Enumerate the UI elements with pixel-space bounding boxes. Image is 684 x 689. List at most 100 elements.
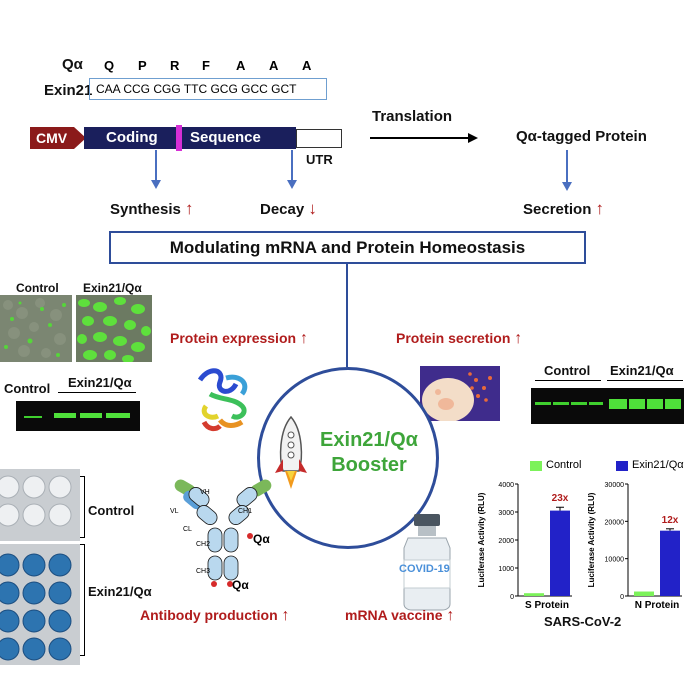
gel-right-exin-bracket <box>607 380 683 381</box>
coding-label: Coding <box>106 129 158 146</box>
exin21-insert <box>176 125 182 151</box>
blot-band <box>609 399 627 409</box>
legend-swatch-control <box>530 461 542 471</box>
mrna-vaccine-text: mRNA vaccine <box>345 607 443 623</box>
antibody-vl-label: VL <box>170 508 179 515</box>
gel-left-exin-bracket <box>58 392 136 393</box>
utr-label: UTR <box>306 152 333 167</box>
codon-sequence: CAA CCG CGG TTC GCG GCC GCT <box>96 82 297 96</box>
blot-band <box>647 399 663 409</box>
blot-band <box>535 402 551 405</box>
blot-band <box>553 402 569 405</box>
protein-expression-label: Protein expression ↑ <box>170 330 308 348</box>
amino-acid: F <box>202 58 210 73</box>
protein-secretion-text: Protein secretion <box>396 330 511 346</box>
bar-exin21 <box>660 530 680 596</box>
y-tick-label: 0 <box>620 594 624 601</box>
y-tick-label: 4000 <box>498 482 514 489</box>
decay-arrow <box>287 150 297 189</box>
protein-secretion-label: Protein secretion ↑ <box>396 330 522 348</box>
decay-label: Decay ↓ <box>260 199 317 219</box>
micro-control-image <box>0 295 72 362</box>
cmv-promoter: CMV <box>30 126 86 150</box>
bar-control <box>524 593 544 596</box>
secretion-label: Secretion ↑ <box>523 199 604 219</box>
y-tick-label: 2000 <box>498 538 514 545</box>
gel-left-exin-label: Exin21/Qα <box>68 375 132 390</box>
decay-text: Decay <box>260 201 305 218</box>
western-blot-right <box>531 388 684 424</box>
synthesis-label: Synthesis ↑ <box>110 199 194 219</box>
blot-band <box>629 399 645 409</box>
vaccine-vial-icon <box>403 514 451 611</box>
gel-right-control-bracket <box>535 380 601 381</box>
blot-band <box>24 416 42 418</box>
blot-band <box>589 402 603 405</box>
fold-change-label: 12x <box>662 515 679 526</box>
plate-control-label: Control <box>88 503 135 518</box>
fold-change-label: 23x <box>552 493 569 504</box>
up-arrow-icon: ↑ <box>281 607 290 624</box>
micro-exin-label: Exin21/Qα <box>83 281 142 295</box>
blot-band <box>665 399 681 409</box>
up-arrow-icon: ↑ <box>514 330 523 347</box>
y-axis-label: Luciferase Activity (RLU) <box>587 492 596 587</box>
western-blot-left <box>16 401 140 431</box>
codon-box: CAA CCG CGG TTC GCG GCC GCT <box>89 78 327 100</box>
chart-legend: Control Exin21/Qα <box>528 458 684 474</box>
protein-expression-text: Protein expression <box>170 330 297 346</box>
amino-acid: P <box>138 58 147 73</box>
bar-exin21 <box>550 510 570 596</box>
secretion-text: Secretion <box>523 201 592 218</box>
mrna-vaccine-label: mRNA vaccine ↑ <box>345 607 454 625</box>
blot-band <box>106 413 130 418</box>
antibody-cl-label: CL <box>183 526 192 533</box>
amino-acid: A <box>302 58 312 73</box>
protein-structure-icon <box>197 368 248 432</box>
legend-exin-label: Exin21/Qα <box>632 459 684 471</box>
booster-line-1: Exin21/Qα <box>320 429 418 451</box>
secretion-arrow <box>562 150 572 191</box>
secretion-cell-image <box>420 366 500 421</box>
coding-sequence-bar: Coding Sequence <box>84 127 296 149</box>
y-tick-label: 30000 <box>605 482 625 489</box>
blot-band <box>571 402 587 405</box>
up-arrow-icon: ↑ <box>446 607 455 624</box>
bar-control <box>634 591 654 596</box>
y-tick-label: 0 <box>510 594 514 601</box>
micro-control-label: Control <box>16 281 59 295</box>
synthesis-text: Synthesis <box>110 201 181 218</box>
plate-image <box>0 469 80 665</box>
legend-control-label: Control <box>546 459 582 471</box>
plate-control-bracket <box>80 476 85 538</box>
y-tick-label: 20000 <box>605 519 625 526</box>
amino-acid: Q <box>104 58 115 73</box>
gel-left-control-label: Control <box>4 381 51 396</box>
connector-line <box>346 263 348 367</box>
translation-label: Translation <box>372 108 453 125</box>
modulating-title: Modulating mRNA and Protein Homeostasis <box>169 238 526 257</box>
plate-exin-label: Exin21/Qα <box>88 584 152 599</box>
micro-exin-image <box>76 295 152 362</box>
antibody-vh-label: VH <box>200 489 210 496</box>
plate-exin-bracket <box>80 544 85 656</box>
sequence-label: Sequence <box>190 129 261 146</box>
booster-line-2: Booster <box>331 454 407 476</box>
antibody-icon <box>174 479 272 587</box>
gel-right-exin-label: Exin21/Qα <box>610 363 674 378</box>
chart-footer: SARS-CoV-2 <box>544 614 622 629</box>
y-axis-label: Luciferase Activity (RLU) <box>477 492 486 587</box>
antibody-ch3-label: CH3 <box>196 568 211 575</box>
amino-acid: A <box>269 58 279 73</box>
utr-box <box>296 129 342 148</box>
blot-band <box>54 413 76 418</box>
translation-arrow <box>370 133 478 143</box>
up-arrow-icon: ↑ <box>299 330 308 347</box>
rocket-icon <box>275 415 307 489</box>
y-tick-label: 10000 <box>605 557 625 564</box>
legend-swatch-exin <box>616 461 628 471</box>
amino-acid: A <box>236 58 246 73</box>
